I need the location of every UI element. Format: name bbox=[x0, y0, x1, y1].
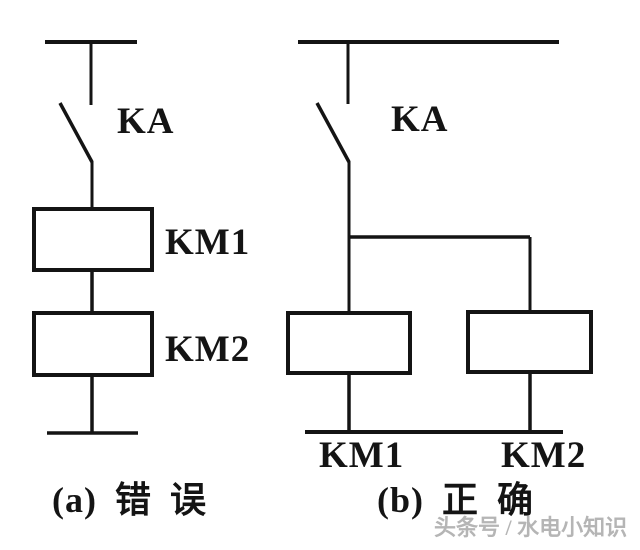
ka-label-b: KA bbox=[391, 99, 449, 140]
km1-label-a: KM1 bbox=[165, 222, 251, 263]
relay-contact-blade-a bbox=[58, 102, 94, 163]
km2-label-a: KM2 bbox=[165, 329, 251, 370]
diagram-b bbox=[286, 40, 593, 434]
watermark-text: 头条号 / 水电小知识 bbox=[434, 515, 628, 540]
relay-contact-blade-b bbox=[315, 102, 351, 163]
km2-coil-box-a bbox=[32, 311, 154, 377]
diagram-a bbox=[32, 40, 154, 435]
km2-label-b: KM2 bbox=[501, 435, 587, 476]
km2-coil-box-b bbox=[466, 310, 593, 374]
km1-coil-box-b bbox=[286, 311, 412, 375]
ka-label-a: KA bbox=[117, 101, 175, 142]
caption-b: (b) 正 确 bbox=[377, 480, 534, 520]
caption-a: (a) 错 误 bbox=[52, 480, 207, 520]
km1-coil-box-a bbox=[32, 207, 154, 272]
km1-label-b: KM1 bbox=[319, 435, 405, 476]
